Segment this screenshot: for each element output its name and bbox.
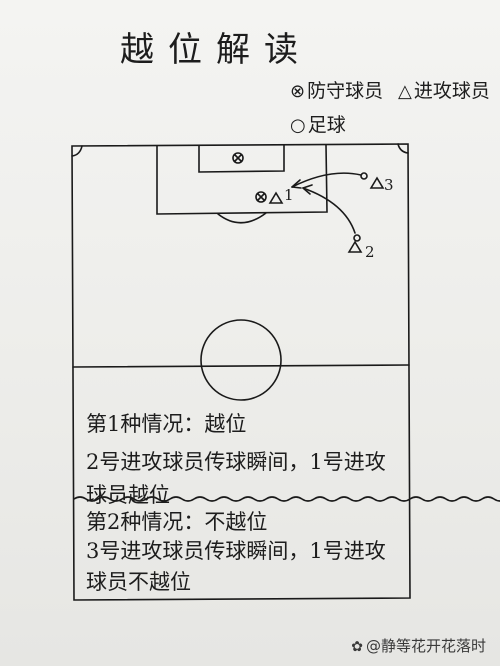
watermark: ✿@静等花开花落时 — [351, 635, 486, 656]
pitch-outline — [71, 143, 411, 601]
case1-line1: 2号进攻球员传球瞬间，1号进攻 — [86, 450, 386, 474]
legend-defender-label: 防守球员 — [307, 80, 384, 102]
attacker-icon: △ — [398, 81, 412, 102]
ball-near-2 — [353, 234, 361, 242]
legend-ball: ○足球 — [290, 110, 346, 137]
defender-last — [255, 191, 267, 203]
legend-attacker-label: 进攻球员 — [413, 80, 490, 102]
page-title: 越位解读 — [120, 30, 312, 70]
defender-icon: ⊗ — [290, 81, 306, 102]
ball-icon: ○ — [290, 115, 306, 136]
halfway-line — [72, 364, 410, 368]
attacker-3-marker — [369, 176, 385, 189]
pass-arrow-from-3 — [291, 172, 362, 188]
attacker-1-marker — [268, 191, 284, 204]
case1-title: 第1种情况：越位 — [86, 412, 247, 436]
legend-attacker: △进攻球员 — [398, 76, 490, 103]
wavy-divider — [73, 496, 500, 502]
ball-near-3 — [360, 172, 368, 180]
attacker-3-label: 3 — [384, 176, 394, 194]
watermark-logo-icon: ✿ — [351, 639, 363, 655]
attacker-1-label: 1 — [284, 186, 294, 204]
centre-circle — [200, 319, 282, 401]
defender-goalkeeper — [232, 152, 244, 164]
pass-arrow-from-2 — [302, 187, 356, 234]
watermark-text: @静等花开花落时 — [365, 637, 486, 655]
case2-title: 第2种情况：不越位 — [86, 510, 268, 534]
case2-line1: 3号进攻球员传球瞬间，1号进攻 — [86, 539, 386, 563]
legend-ball-label: 足球 — [307, 114, 346, 136]
attacker-2-label: 2 — [365, 243, 375, 261]
penalty-area — [156, 144, 328, 215]
goal-area — [198, 144, 285, 173]
case1-line2: 球员越位 — [86, 483, 170, 507]
corner-arc-left — [71, 145, 83, 157]
legend-defender: ⊗防守球员 — [290, 76, 383, 103]
attacker-2-marker — [347, 240, 363, 253]
corner-arc-right — [397, 143, 409, 154]
case2-line2: 球员不越位 — [86, 570, 191, 594]
penalty-arc — [217, 212, 267, 224]
